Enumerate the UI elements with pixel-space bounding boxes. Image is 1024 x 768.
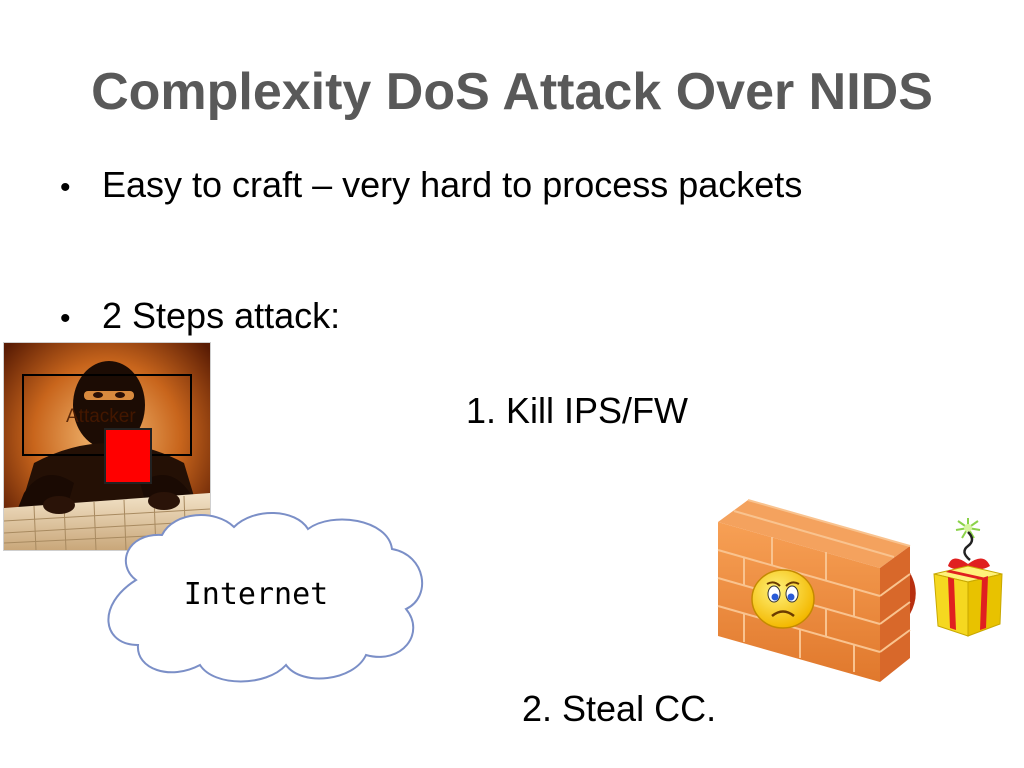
- gift-bomb-icon: [928, 518, 1008, 638]
- internet-label: Internet: [96, 577, 416, 612]
- bullet-item-2: • 2 Steps attack:: [60, 295, 340, 337]
- red-packet-box: [104, 428, 152, 484]
- bullet-text-1: Easy to craft – very hard to process pac…: [102, 164, 802, 206]
- gift-bomb: [928, 518, 1008, 638]
- slide-title: Complexity DoS Attack Over NIDS: [0, 62, 1024, 122]
- firewall: [714, 494, 920, 684]
- step-1-text: 1. Kill IPS/FW: [466, 390, 688, 432]
- bullet-item-1: • Easy to craft – very hard to process p…: [60, 164, 802, 206]
- attacker-label: Attacker: [66, 406, 136, 428]
- brick-firewall-icon: [714, 494, 920, 684]
- bullet-glyph: •: [60, 171, 102, 205]
- bullet-glyph: •: [60, 302, 102, 336]
- internet-cloud: Internet: [96, 505, 442, 685]
- step-2-text: 2. Steal CC.: [522, 688, 716, 730]
- sad-face-icon: [750, 568, 816, 630]
- bullet-text-2: 2 Steps attack:: [102, 295, 340, 337]
